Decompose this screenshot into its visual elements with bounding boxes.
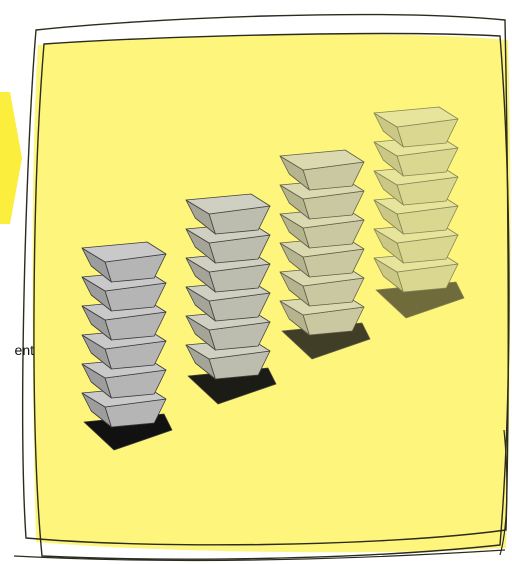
yellow-arrow-tab [0,92,22,224]
edge-label-text: ent [0,339,34,361]
